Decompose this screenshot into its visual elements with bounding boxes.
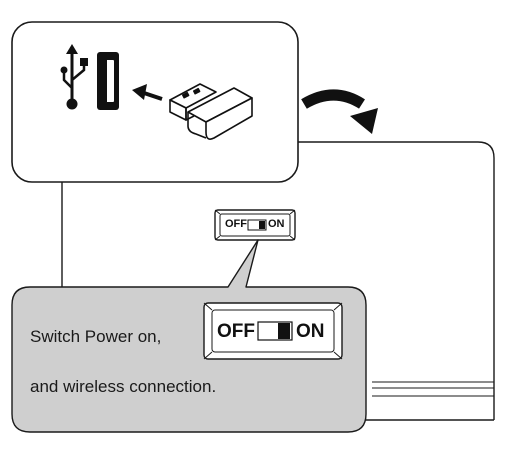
large-switch-on-label: ON bbox=[296, 321, 325, 342]
callout-box bbox=[11, 239, 367, 433]
usb-port-icon bbox=[97, 52, 119, 110]
small-switch-on-label: ON bbox=[268, 218, 285, 230]
usb-panel bbox=[11, 21, 299, 183]
insert-arrow-icon bbox=[132, 84, 163, 101]
callout-line-1: Switch Power on, bbox=[30, 327, 162, 346]
large-switch bbox=[203, 302, 343, 360]
large-switch-off-label: OFF bbox=[217, 321, 255, 342]
usb-symbol-icon bbox=[60, 44, 88, 110]
curved-arrow-icon bbox=[301, 89, 378, 134]
small-switch-off-label: OFF bbox=[225, 218, 247, 230]
usb-dongle-icon bbox=[169, 83, 253, 140]
callout-line-2: and wireless connection. bbox=[30, 377, 217, 396]
small-switch bbox=[214, 209, 296, 241]
